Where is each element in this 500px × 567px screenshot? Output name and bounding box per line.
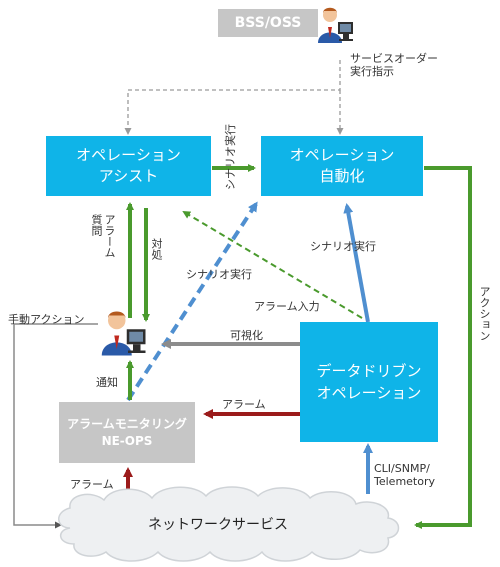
scenario-exec-dashed-arrow <box>126 201 258 402</box>
alarm-monitoring-line1: アラームモニタリング <box>67 416 187 431</box>
operation-automation-box: オペレーション 自動化 <box>261 136 423 196</box>
alarm-mid-label: アラーム <box>222 398 266 411</box>
bss-oss-label: BSS/OSS <box>234 15 302 31</box>
operation-assist-line1: オペレーション <box>76 146 181 164</box>
alarm-query-label: アラーム 質問 <box>90 214 116 258</box>
cli-line2: Telemetory <box>374 475 435 488</box>
cloud-icon <box>58 486 400 562</box>
alarm-monitoring-line2: NE-OPS <box>101 433 153 448</box>
manual-action-line <box>13 323 98 529</box>
service-order-line1: サービスオーダー <box>350 52 438 65</box>
notify-label: 通知 <box>96 376 118 389</box>
scenario-exec-right-label: シナリオ実行 <box>310 240 376 253</box>
alarm-bottom-label: アラーム <box>70 478 114 491</box>
action-label: アクション <box>478 286 491 341</box>
operator-avatar-icon <box>101 311 146 356</box>
service-order-line2: 実行指示 <box>350 65 394 78</box>
operation-automation-line1: オペレーション <box>289 146 395 164</box>
data-driven-line2: オペレーション <box>316 384 422 402</box>
dashed-to-assist <box>124 60 341 135</box>
alarm-monitoring-box: アラームモニタリング NE-OPS <box>59 402 195 463</box>
service-order-label: サービスオーダー 実行指示 <box>350 52 438 78</box>
operation-assist-line2: アシスト <box>98 167 159 185</box>
cli-label: CLI/SNMP/ Telemetory <box>374 462 435 488</box>
alarm-query-line2: 質問 <box>90 214 103 236</box>
action-loop-arrow <box>414 166 472 529</box>
scenario-exec-mid-label: シナリオ実行 <box>186 268 252 281</box>
manual-action-label: 手動アクション <box>8 313 85 326</box>
operator-avatar-icon <box>318 7 353 43</box>
action-response-label: 対処 <box>150 238 163 260</box>
operation-assist-box: オペレーション アシスト <box>46 136 211 196</box>
bss-oss-box: BSS/OSS <box>218 9 318 37</box>
operation-automation-line2: 自動化 <box>319 167 365 185</box>
data-driven-line1: データドリブン <box>316 362 422 380</box>
monitor-icon <box>126 329 146 353</box>
scenario-exec-top-label: シナリオ実行 <box>224 124 237 190</box>
cli-line1: CLI/SNMP/ <box>374 462 430 475</box>
monitor-icon <box>338 22 353 41</box>
network-service-label: ネットワークサービス <box>148 517 288 533</box>
alarm-input-arrow <box>182 210 363 319</box>
alarm-query-line1: アラーム <box>103 214 116 258</box>
alarm-input-label: アラーム入力 <box>254 300 320 313</box>
scenario-exec-arrow <box>343 203 370 323</box>
visualize-label: 可視化 <box>230 329 263 342</box>
data-driven-operation-box: データドリブン オペレーション <box>300 322 438 442</box>
